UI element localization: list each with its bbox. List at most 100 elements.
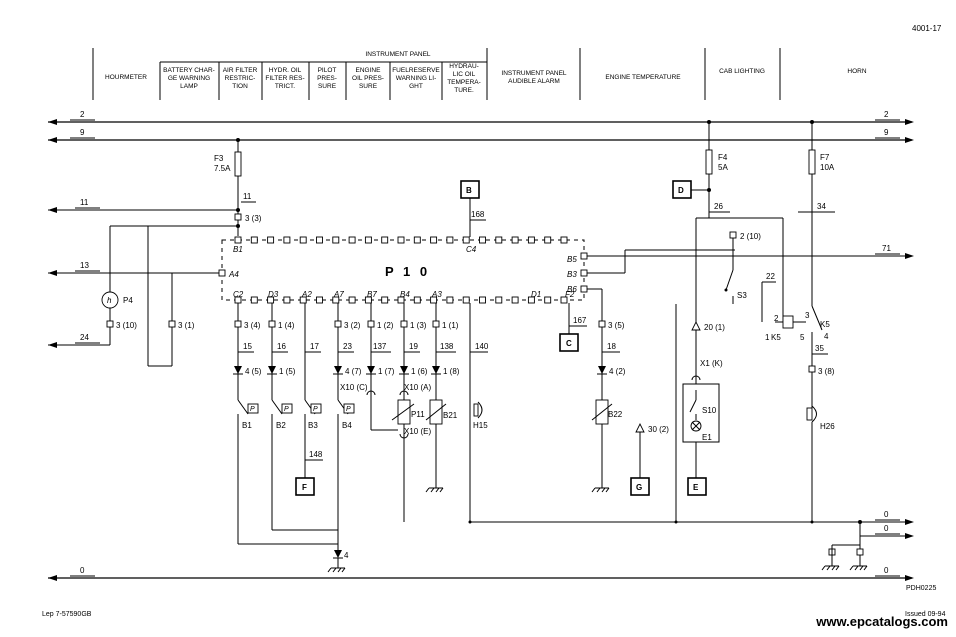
ref-c-link: 167 C	[559, 303, 587, 352]
conn-30-2: 30 (2)	[648, 425, 669, 434]
sensor-b2-label: B2	[276, 421, 286, 430]
module-pin-square	[299, 236, 307, 244]
module-pin-square	[316, 296, 323, 304]
module-p10: P 1 0 B1 A4 C4 C2 D3 A2 A7 B7 B4 A3 D1 F…	[218, 236, 588, 304]
diode-4-2: 4 (2)	[609, 367, 626, 376]
module-pin-square	[381, 296, 389, 304]
hourmeter-h-symbol: h	[107, 296, 112, 305]
wire-15-label: 15	[243, 342, 252, 351]
pin-b1: B1	[233, 245, 243, 254]
diode-1-5: 1 (5)	[279, 367, 296, 376]
module-pin-square	[511, 236, 519, 244]
pin-a7: A7	[333, 290, 344, 299]
header-pilot-l3: SURE	[318, 83, 337, 90]
header-fuel-l1: FUELRESERVE	[392, 67, 440, 74]
module-pin-square	[332, 236, 340, 244]
conn-3-3: 3 (3)	[245, 214, 262, 223]
conn-x10-c: X10 (C)	[340, 383, 368, 392]
wire-140-label: 140	[475, 342, 489, 351]
header-alarm-l1: INSTRUMENT PANEL	[501, 70, 567, 77]
module-pin-square	[446, 236, 454, 244]
rail-9-label-left: 9	[80, 128, 85, 137]
rail-2-label-right: 2	[884, 110, 889, 119]
output-24-label: 24	[80, 333, 89, 342]
fuse-f3: F3 7.5A 11 3 (3)	[110, 138, 262, 236]
header-pilot-l1: PILOT	[318, 67, 337, 74]
relay-k5-pin1: 1	[765, 333, 770, 342]
ref-g-link: 30 (2) G	[630, 422, 669, 496]
diode-4-5: 4 (5)	[245, 367, 262, 376]
p-symbol-b4: P	[346, 406, 351, 413]
output-24: 24	[48, 333, 110, 348]
header-horn: HORN	[847, 68, 866, 75]
conn-1-2: 1 (2)	[377, 321, 394, 330]
ref-c: C	[566, 339, 572, 348]
column-h15: 140 H15	[469, 303, 489, 522]
pin-a4: A4	[228, 270, 239, 279]
module-pin-square	[560, 236, 568, 244]
conn-3-10: 3 (10)	[116, 321, 137, 330]
ground-joins	[468, 520, 868, 571]
module-pin-square	[250, 296, 258, 304]
output-71-label: 71	[882, 244, 891, 253]
module-pin-square	[430, 236, 438, 244]
pin-b3: B3	[567, 270, 577, 279]
conn-3-5: 3 (5)	[608, 321, 625, 330]
wire-16-label: 16	[277, 342, 286, 351]
header-airfilter-l3: TION	[232, 83, 248, 90]
conn-2-10: 2 (10)	[740, 232, 761, 241]
module-pin-square	[299, 296, 307, 304]
diode-1-8: 1 (8)	[443, 367, 460, 376]
conn-x1-k: X1 (K)	[700, 359, 723, 368]
header-table: INSTRUMENT PANEL HOURMETER BATTERY CHAR-…	[92, 48, 867, 100]
module-pin-square	[479, 296, 486, 304]
wire-23-label: 23	[343, 342, 352, 351]
wire-22-label: 22	[766, 272, 775, 281]
diode-4: 4	[344, 551, 349, 560]
header-hydrfilter-l1: HYDR. OIL	[269, 67, 302, 74]
wire-148-label: 148	[309, 450, 323, 459]
column-p11: 1 (2) 137 1 (7) X10 (C) 1 (3) 19 1 (6) X…	[340, 303, 431, 522]
module-pin-square	[527, 236, 535, 244]
header-hydrfilter-l2: FILTER RES-	[265, 75, 304, 82]
pin-f2: F2	[565, 290, 575, 299]
diode-1-6: 1 (6)	[411, 367, 428, 376]
column-b22: 3 (5) 18 4 (2) B22	[587, 288, 626, 493]
fuse-f4-label: F4	[718, 153, 728, 162]
diode-1-7: 1 (7)	[378, 367, 395, 376]
module-pin-square	[511, 296, 519, 304]
diode-4-7: 4 (7)	[345, 367, 362, 376]
output-11-label: 11	[80, 198, 89, 207]
header-hydtemp-l2: LIC OIL	[453, 71, 476, 78]
pin-a2: A2	[301, 290, 312, 299]
module-pin-square	[495, 296, 503, 304]
header-fuel-l3: GHT	[409, 83, 423, 90]
sensor-b22-label: B22	[608, 410, 623, 419]
ref-f: F	[302, 483, 307, 492]
conn-20-1: 20 (1)	[704, 323, 725, 332]
sensor-b21-label: B21	[443, 411, 458, 420]
conn-1-3: 1 (3)	[410, 321, 427, 330]
pin-b6: B6	[567, 285, 577, 294]
module-pin-square	[364, 296, 372, 304]
column-b1: 3 (4) 15 4 (5) P B1	[233, 303, 338, 545]
module-pin-square	[580, 252, 588, 260]
rail-2-label-left: 2	[80, 110, 85, 119]
header-hydtemp-l1: HYDRAU-	[449, 63, 479, 70]
p-symbol-b3: P	[313, 406, 318, 413]
relay-k5-pin5: 5	[800, 333, 805, 342]
footer-left: Lep 7-57590GB	[42, 611, 92, 618]
module-pin-square	[381, 236, 389, 244]
switch-s10-label: S10	[702, 406, 717, 415]
column-b3: 17 P B3 148 F	[295, 303, 323, 496]
module-pin-square	[348, 296, 356, 304]
module-pin-square	[364, 236, 372, 244]
module-pin-square	[332, 296, 340, 304]
module-pin-square	[397, 236, 405, 244]
header-hydtemp-l3: TEMPERA-	[447, 79, 481, 86]
fuse-f3-label: F3	[214, 154, 224, 163]
module-pin-square	[430, 296, 438, 304]
pin-b7: B7	[367, 290, 377, 299]
module-pin-square	[495, 236, 503, 244]
